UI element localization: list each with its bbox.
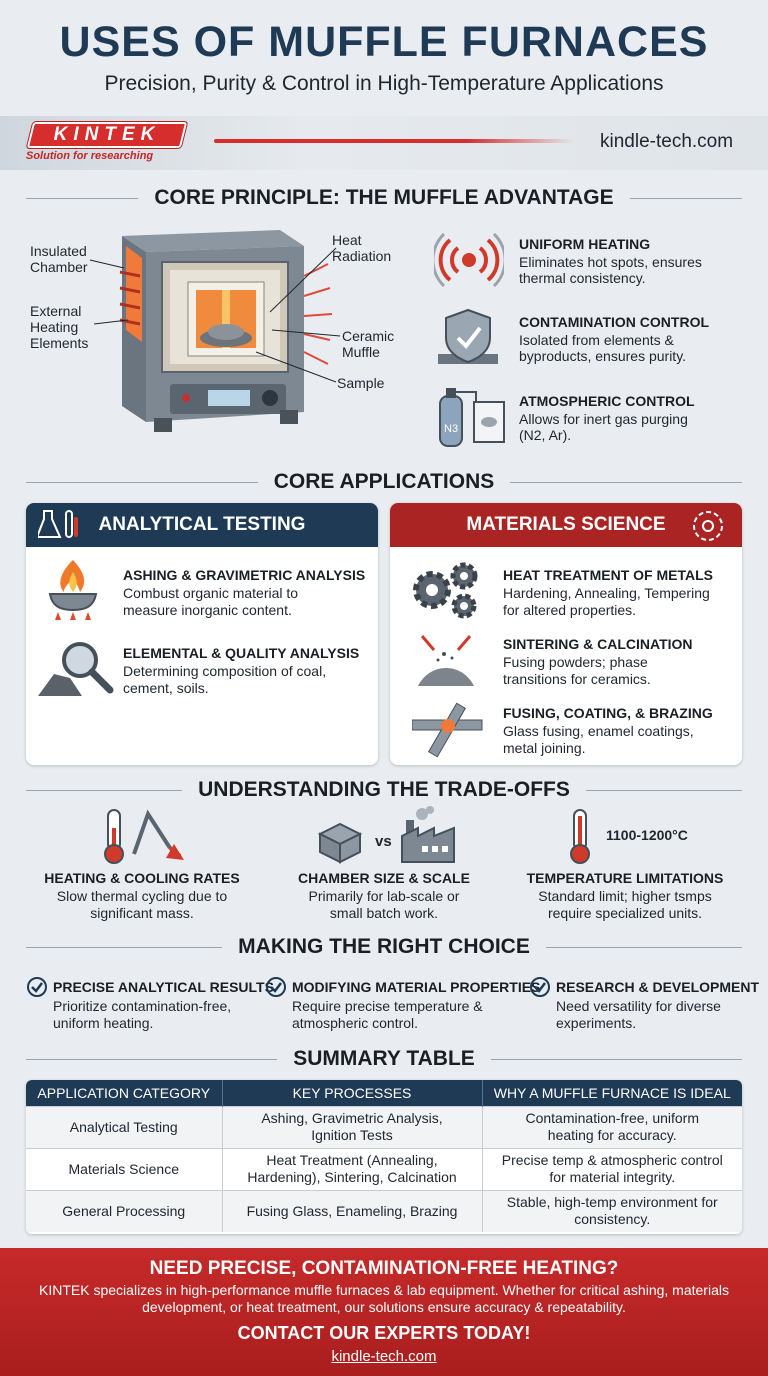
powder-pile-icon — [418, 635, 474, 686]
tradeoff-title: TEMPERATURE LIMITATIONS — [526, 870, 724, 886]
contact-cta-button[interactable]: CONTACT OUR EXPERTS TODAY! — [237, 1323, 531, 1343]
thermometer-high-icon — [570, 809, 590, 864]
table-cell: Precise temp & atmospheric control for m… — [482, 1147, 742, 1190]
shield-check-icon — [438, 308, 498, 364]
feature-title: UNIFORM HEATING — [519, 236, 651, 252]
gas-cylinder-icon: N3 — [439, 388, 505, 447]
cylinder-label: N3 — [444, 423, 458, 435]
choice-text: Need versatility for diverse experiments… — [556, 998, 721, 1031]
tradeoff-title: HEATING & COOLING RATES — [44, 870, 240, 886]
heat-radiation-arrows — [303, 263, 333, 365]
tradeoff-text: Primarily for lab-scale or small batch w… — [308, 888, 460, 921]
label-ceramic-muffle: Ceramic Muffle — [342, 328, 395, 360]
card-header: ANALYTICAL TESTING — [26, 503, 378, 547]
column-header: WHY A MUFFLE FURNACE IS IDEAL — [482, 1080, 742, 1106]
factory-icon — [401, 806, 455, 863]
brand-tagline: Solution for researching — [26, 150, 154, 162]
choice-title: PRECISE ANALYTICAL RESULTS — [53, 979, 274, 995]
summary-table: APPLICATION CATEGORY KEY PROCESSES WHY A… — [26, 1080, 742, 1234]
table-cell: Fusing Glass, Enameling, Brazing — [222, 1189, 483, 1232]
page-subtitle: Precision, Purity & Control in High-Temp… — [104, 72, 664, 95]
feature-text: Allows for inert gas purging (N2, Ar). — [519, 411, 688, 443]
table-cell: Stable, high-temp environment for consis… — [482, 1189, 742, 1232]
section-title: UNDERSTANDING THE TRADE-OFFS — [198, 778, 570, 801]
diagram-leader-lines — [89, 247, 341, 383]
table-cell: General Processing — [26, 1189, 223, 1232]
table-row: Analytical Testing Ashing, Gravimetric A… — [26, 1105, 742, 1148]
atom-gear-icon — [693, 511, 723, 541]
footer-website-link[interactable]: kindle-tech.com — [331, 1348, 437, 1365]
label-heat-radiation: Heat Radiation — [332, 232, 392, 264]
app-text: Determining composition of coal, cement,… — [123, 663, 327, 696]
analytical-testing-card: ANALYTICAL TESTING — [26, 503, 378, 765]
page-title: USES OF MUFFLE FURNACES — [59, 18, 709, 66]
feature-title: ATMOSPHERIC CONTROL — [519, 393, 695, 409]
section-title: CORE PRINCIPLE: THE MUFFLE ADVANTAGE — [154, 186, 614, 209]
table-cell: Ashing, Gravimetric Analysis, Ignition T… — [222, 1105, 483, 1148]
app-title: FUSING, COATING, & BRAZING — [503, 705, 713, 721]
column-header: APPLICATION CATEGORY — [26, 1080, 223, 1106]
lab-flasks-icon — [38, 510, 78, 538]
choice-text: Require precise temperature & atmospheri… — [292, 998, 483, 1031]
check-circle-icon — [530, 977, 550, 997]
app-text: Glass fusing, enamel coatings, metal joi… — [503, 723, 694, 756]
label-heating-elements: External Heating Elements — [30, 303, 89, 351]
table-header-row: APPLICATION CATEGORY KEY PROCESSES WHY A… — [26, 1080, 742, 1106]
section-summary: SUMMARY TABLE — [0, 1047, 768, 1071]
section-title: SUMMARY TABLE — [293, 1047, 475, 1070]
choice-text: Prioritize contamination-free, uniform h… — [53, 998, 232, 1031]
website-link[interactable]: kindle-tech.com — [600, 131, 734, 152]
logo-text: KINTEK — [53, 124, 161, 145]
section-title: MAKING THE RIGHT CHOICE — [238, 935, 530, 958]
flame-crucible-icon — [48, 560, 98, 620]
choice-title: RESEARCH & DEVELOPMENT — [556, 979, 760, 995]
card-header: MATERIALS SCIENCE — [390, 503, 742, 547]
app-title: HEAT TREATMENT OF METALS — [503, 567, 713, 583]
column-header: KEY PROCESSES — [222, 1080, 483, 1106]
tradeoff-text: Slow thermal cycling due to significant … — [56, 888, 228, 921]
vs-text: vs — [375, 833, 392, 850]
section-core-applications: CORE APPLICATIONS — [0, 470, 768, 494]
app-title: SINTERING & CALCINATION — [503, 636, 693, 652]
section-right-choice: MAKING THE RIGHT CHOICE — [0, 935, 768, 959]
joined-pipes-icon — [412, 702, 483, 758]
table-cell: Materials Science — [26, 1147, 223, 1190]
tradeoff-text: Standard limit; higher tsmps require spe… — [538, 888, 712, 921]
table-cell: Heat Treatment (Annealing, Hardening), S… — [222, 1147, 483, 1190]
choice-title: MODIFYING MATERIAL PROPERTIES — [292, 979, 541, 995]
tradeoff-title: CHAMBER SIZE & SCALE — [298, 870, 470, 886]
feature-title: CONTAMINATION CONTROL — [519, 314, 710, 330]
magnifier-soil-icon — [38, 642, 114, 696]
cta-footer — [0, 1248, 768, 1376]
table-row: General Processing Fusing Glass, Enameli… — [26, 1189, 742, 1232]
footer-headline: NEED PRECISE, CONTAMINATION-FREE HEATING… — [149, 1258, 619, 1279]
app-text: Hardening, Annealing, Tempering for alte… — [503, 585, 710, 618]
app-title: ELEMENTAL & QUALITY ANALYSIS — [123, 645, 360, 661]
label-insulated-chamber: Insulated Chamber — [30, 243, 88, 275]
label-sample: Sample — [337, 375, 385, 391]
table-cell: Contamination-free, uniform heating for … — [482, 1105, 742, 1148]
check-circle-icon — [266, 977, 286, 997]
gears-icon — [413, 562, 478, 619]
section-tradeoffs: UNDERSTANDING THE TRADE-OFFS — [0, 778, 768, 802]
footer-text: KINTEK specializes in high-performance m… — [39, 1282, 729, 1315]
box-icon — [318, 822, 362, 864]
brand-divider — [214, 139, 574, 143]
app-text: Combust organic material to measure inor… — [123, 585, 299, 618]
section-title: CORE APPLICATIONS — [273, 470, 495, 493]
feature-text: Isolated from elements & byproducts, ens… — [519, 332, 687, 364]
thermometer-down-icon — [104, 809, 184, 864]
feature-text: Eliminates hot spots, ensures thermal co… — [519, 254, 702, 286]
check-circle-icon — [27, 977, 47, 997]
muffle-furnace-illustration — [119, 230, 304, 432]
temperature-range: 1100-1200°C — [606, 827, 688, 843]
table-cell: Analytical Testing — [26, 1105, 223, 1148]
app-title: ASHING & GRAVIMETRIC ANALYSIS — [123, 567, 366, 583]
section-core-principle: CORE PRINCIPLE: THE MUFFLE ADVANTAGE — [0, 186, 768, 210]
radiating-heat-icon — [434, 232, 504, 288]
app-text: Fusing powders; phase transitions for ce… — [503, 654, 651, 687]
table-row: Materials Science Heat Treatment (Anneal… — [26, 1147, 742, 1190]
